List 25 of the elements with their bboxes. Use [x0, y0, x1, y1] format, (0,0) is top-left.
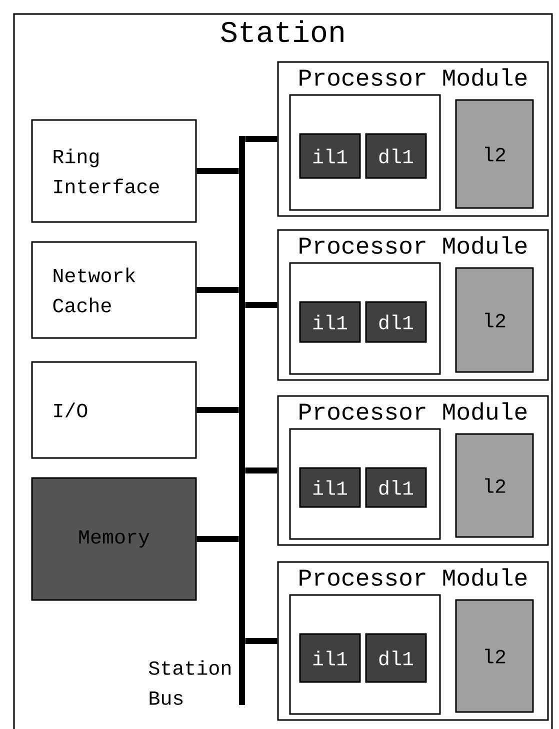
connector-line — [196, 407, 239, 413]
connector-line — [245, 136, 278, 142]
cache-box: il1 — [299, 633, 361, 683]
cache-box: il1 — [299, 133, 361, 179]
cache-box: l2 — [455, 267, 534, 373]
component-box: Network Cache — [31, 241, 197, 339]
cache-box: l2 — [455, 599, 534, 713]
component-box: Ring Interface — [31, 119, 197, 223]
cache-box: l2 — [455, 99, 534, 209]
bus-label: Station Bus — [148, 660, 230, 705]
cache-box: l2 — [455, 433, 534, 538]
connector-line — [245, 638, 278, 644]
cache-box: il1 — [299, 301, 361, 343]
cache-box: il1 — [299, 467, 361, 508]
component-box: I/O — [31, 361, 197, 459]
cache-box: dl1 — [365, 633, 427, 683]
connector-line — [245, 468, 278, 474]
connector-line — [196, 536, 239, 542]
memory-box: Memory — [31, 477, 197, 601]
cache-box: dl1 — [365, 467, 427, 508]
cache-box: dl1 — [365, 301, 427, 343]
connector-line — [196, 168, 239, 174]
connector-line — [245, 302, 278, 308]
cache-box: dl1 — [365, 133, 427, 179]
connector-line — [196, 287, 239, 293]
